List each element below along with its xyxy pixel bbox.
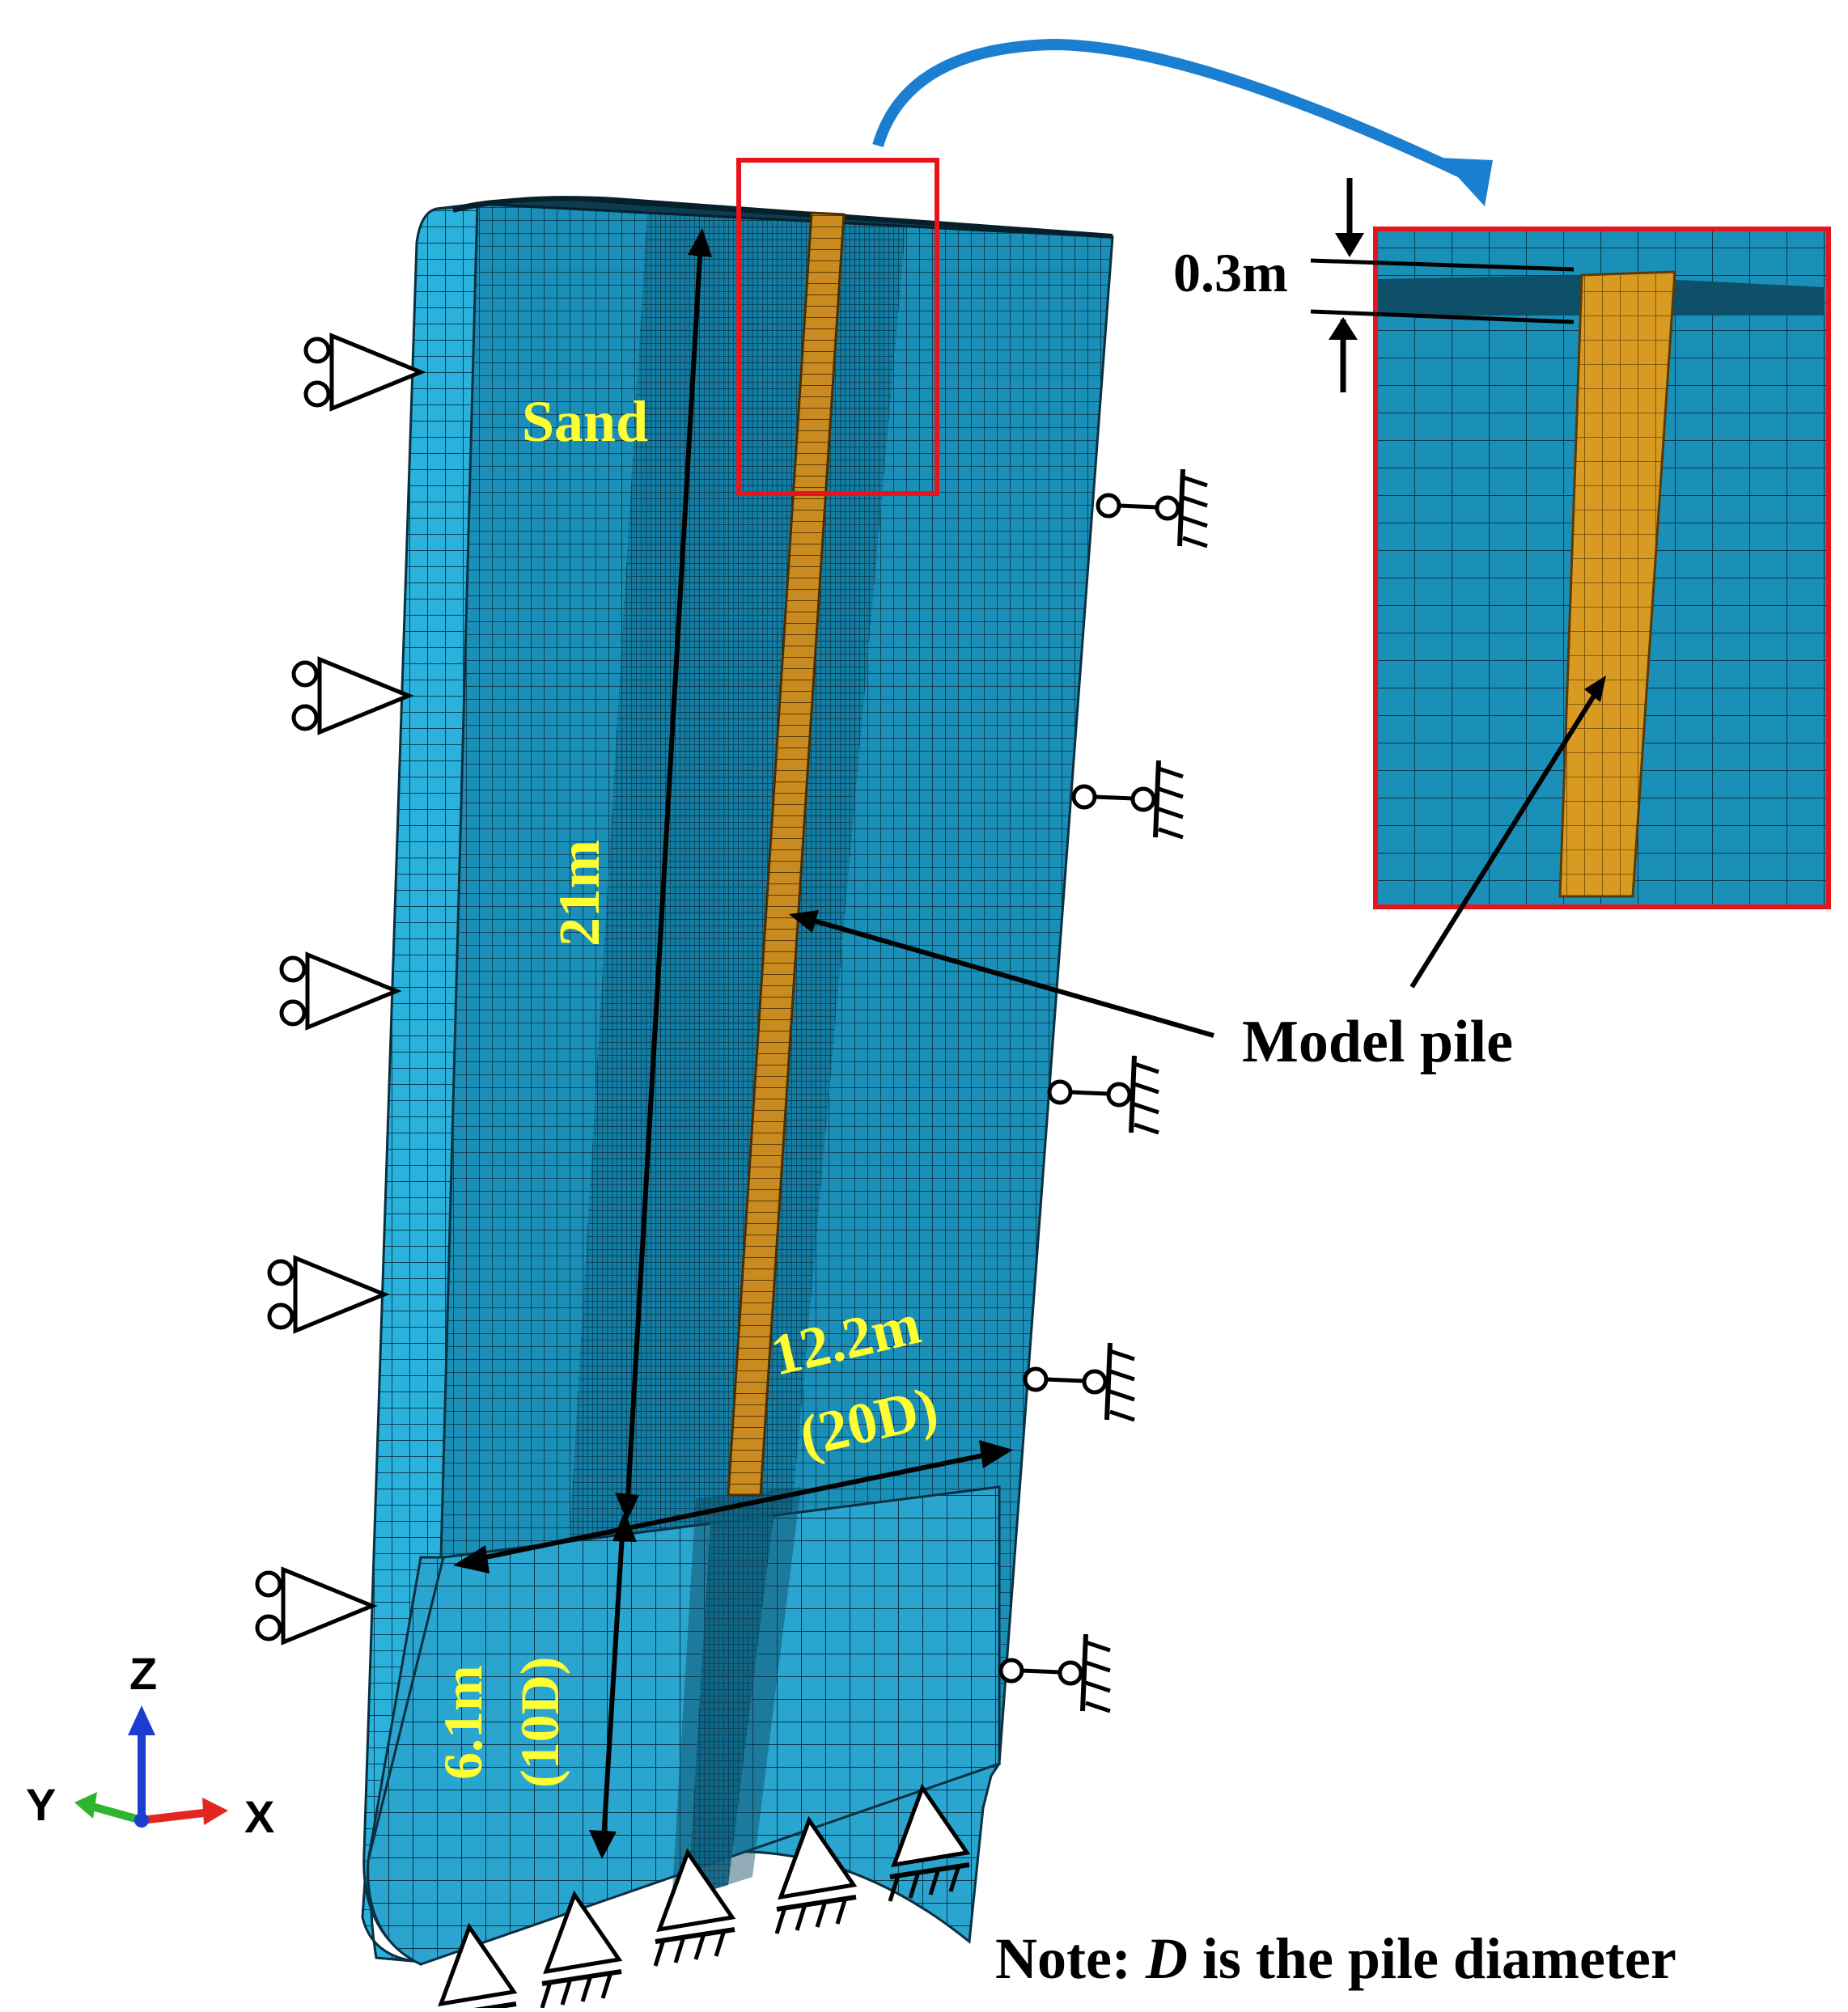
width-dimension <box>453 1440 1013 1574</box>
axis-triad: Z Y X <box>26 1648 274 1842</box>
embed-dimension: 0.3m <box>1173 178 1575 392</box>
roller-support-icon <box>267 1255 390 1334</box>
section-fine-strip <box>688 1490 777 1897</box>
roller-support-icon <box>279 951 402 1031</box>
pin-support-icon <box>888 1783 971 1902</box>
model-pile-label: Model pile <box>1242 1009 1513 1075</box>
z-axis-label: Z <box>129 1648 157 1699</box>
roller-support-icon <box>291 656 414 735</box>
note-prefix: Note: <box>995 1926 1146 1991</box>
half-width-d-label: (10D) <box>509 1657 570 1788</box>
fixed-roller-support-icon <box>1047 1055 1159 1135</box>
left-roller-supports <box>255 333 426 1646</box>
roller-support-icon <box>255 1566 378 1646</box>
pin-support-icon <box>774 1815 858 1934</box>
half-width-dimension <box>589 1511 637 1859</box>
note: Note: D is the pile diameter <box>995 1926 1676 1991</box>
soil-section-mesh <box>367 1485 1001 1966</box>
zoom-curved-arrow <box>872 38 1493 206</box>
pin-support-icon <box>653 1848 736 1967</box>
note-variable: D <box>1145 1926 1188 1991</box>
zoom-pile <box>1558 270 1676 898</box>
right-fixed-roller-supports <box>998 468 1208 1713</box>
bottom-pin-supports <box>438 1783 971 2012</box>
x-axis-label: X <box>244 1791 274 1842</box>
highlight-box <box>736 158 939 496</box>
y-axis <box>87 1802 143 1824</box>
depth-dimension <box>615 228 712 1521</box>
fixed-roller-support-icon <box>998 1633 1111 1713</box>
zoom-pile-pointer <box>1409 676 1606 989</box>
y-axis-label: Y <box>26 1779 56 1830</box>
fixed-roller-support-icon <box>1023 1342 1135 1422</box>
zoom-inset <box>1373 227 1831 909</box>
embed-label: 0.3m <box>1173 242 1288 303</box>
x-axis <box>141 1808 211 1824</box>
model-pile-pointer <box>789 910 1214 1038</box>
half-width-label: 6.1m <box>432 1665 494 1780</box>
roller-support-icon <box>303 333 426 412</box>
zoom-inset-border <box>1373 227 1831 909</box>
fixed-roller-support-icon <box>1071 760 1184 840</box>
fixed-roller-support-icon <box>1096 468 1208 549</box>
depth-label: 21m <box>547 840 612 947</box>
pin-support-icon <box>540 1890 623 2009</box>
model-pile <box>727 211 846 1497</box>
note-suffix: is the pile diameter <box>1188 1926 1676 1991</box>
sand-label: Sand <box>522 389 648 454</box>
